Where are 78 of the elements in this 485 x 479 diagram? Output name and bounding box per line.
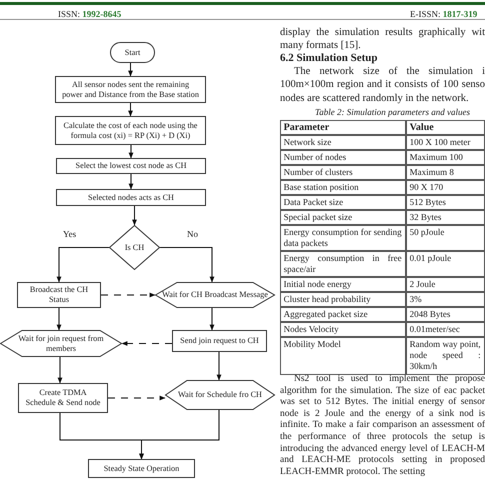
table-caption: Table 2: Simulation parameters and values	[314, 106, 471, 119]
table-cell: Nodes Velocity	[280, 322, 406, 337]
arrow	[100, 292, 156, 298]
arrow	[216, 352, 222, 381]
node-text: Wait for join request from members	[17, 334, 105, 354]
table-cell: Number of nodes	[280, 150, 406, 165]
arrow	[128, 102, 133, 117]
process-box	[17, 282, 101, 308]
arrow	[128, 62, 133, 77]
arrow	[139, 410, 220, 460]
arrow	[121, 341, 172, 346]
table-cell: Initial node energy	[280, 276, 406, 292]
process-box	[88, 459, 195, 478]
table-cell: 3%	[406, 292, 485, 307]
table-cell: Special packet size	[280, 210, 406, 225]
node-text: Selected nodes acts as CH	[87, 192, 175, 202]
arrow	[210, 308, 214, 331]
table-header-cell: Parameter	[280, 120, 406, 135]
arrow	[58, 356, 62, 384]
section-heading: 6.2 Simulation Setup	[280, 52, 378, 65]
node-text: Wait for CH Broadcast Message	[161, 290, 269, 300]
table-cell: Energy consumption in free space/air	[280, 250, 406, 277]
process-box	[56, 189, 206, 206]
node-text: Is CH	[124, 242, 146, 252]
process-box	[56, 158, 206, 174]
table-cell: Maximum 8	[406, 164, 485, 180]
table-cell: 50 pJoule	[406, 224, 485, 251]
table-cell: Random way point, node speed : 30km/h	[406, 336, 485, 375]
table-cell: Maximum 100	[406, 150, 485, 165]
table-cell: Energy consumption for sending data packets	[280, 224, 406, 251]
edge-label: Yes	[62, 229, 78, 239]
arrow	[128, 144, 134, 159]
table-cell: Cluster head probability	[280, 292, 406, 307]
process-box	[55, 76, 206, 103]
process-box	[55, 116, 206, 145]
terminal-pill	[110, 42, 155, 63]
paragraph: display the simulation results graphically wit many formats [15].	[280, 26, 485, 53]
arrow	[56, 308, 62, 331]
node-text: Broadcast the CH Status	[28, 285, 90, 305]
table-header-cell: Value	[406, 120, 485, 135]
table-cell: 90 X 170	[406, 180, 485, 195]
paragraph: Ns2 tool is used to implement the propose algorithm for the simulation. The size of eac packet was set to 512 Bytes. The initial energy of sensor node is 2 Joule and the energy of a sink nod is infinite. To make a fair comparison an assessment of the performance of three protocols the setup is introducing the advanced energy level of LEACH-M and LEACH-ME protocols setting in proposed LEACH-EMMR protocol. The setting	[280, 374, 485, 478]
arrow	[56, 247, 110, 283]
table-cell: Base station position	[280, 180, 406, 195]
arrow	[108, 396, 166, 400]
node-text: Calculate the cost of each node using the formula cost (xi) = RP (Xi) + D (Xi)	[62, 120, 198, 140]
table-cell: 512 Bytes	[406, 194, 485, 210]
node-text: Create TDMA Schedule & Send node	[24, 388, 102, 408]
table-cell: 32 Bytes	[406, 210, 485, 225]
node-text: Wait for Schedule fro CH	[177, 390, 263, 400]
edge-label: No	[186, 229, 199, 239]
wait-hexagon	[165, 380, 275, 410]
table-cell: 2048 Bytes	[406, 306, 485, 322]
table-cell: Mobility Model	[280, 336, 406, 375]
decision-diamond	[109, 225, 160, 270]
wait-hexagon	[155, 282, 275, 308]
header-text: ISSN: 1992-8645	[58, 8, 122, 21]
arrow	[128, 174, 134, 190]
node-text: All sensor nodes sent the remaining power and Distance from the Base station	[61, 80, 200, 100]
arrow	[132, 206, 137, 226]
wait-hexagon	[0, 330, 122, 357]
table-cell: Number of clusters	[280, 164, 406, 180]
process-box	[172, 330, 267, 352]
header-text: E-ISSN: 1817-319	[410, 8, 478, 21]
table-cell: 0.01 pJoule	[406, 250, 485, 277]
table-cell: 100 X 100 meter	[406, 134, 485, 150]
table-cell: Network size	[280, 134, 406, 150]
paragraph: The network size of the simulation i 100m×100m region and it consists of 100 senso nodes are scattered randomly in the network.	[280, 65, 485, 105]
table-cell: 2 Joule	[406, 276, 485, 292]
node-text: Select the lowest cost node as CH	[74, 161, 188, 171]
process-box	[18, 383, 108, 413]
arrow	[160, 247, 214, 283]
table-cell: 0.01meter/sec	[406, 322, 485, 337]
node-text: Steady State Operation	[102, 464, 180, 474]
node-text: Start	[124, 48, 142, 58]
node-text: Send join request to CH	[179, 336, 260, 346]
table-cell: Data Packet size	[280, 194, 406, 210]
table-cell: Aggregated packet size	[280, 306, 406, 322]
